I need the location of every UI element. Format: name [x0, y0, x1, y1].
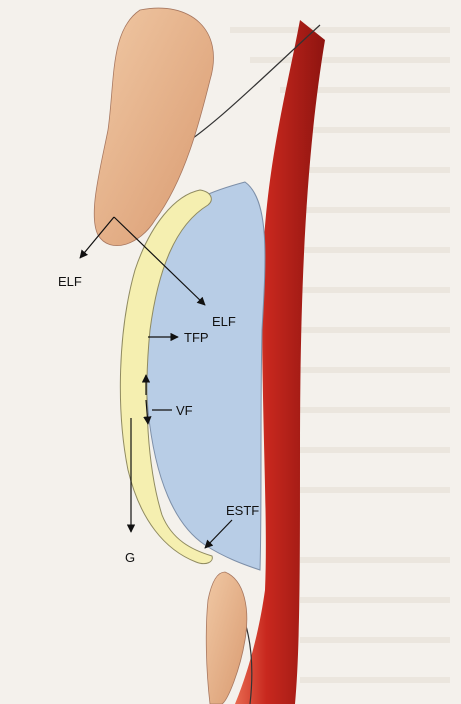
- label-vf: VF: [176, 403, 193, 418]
- label-elf-left: ELF: [58, 274, 82, 289]
- label-tfp: TFP: [184, 330, 209, 345]
- label-g: G: [125, 550, 135, 565]
- label-estf: ESTF: [226, 503, 259, 518]
- label-elf-right: ELF: [212, 314, 236, 329]
- lower-eyelid: [206, 572, 247, 704]
